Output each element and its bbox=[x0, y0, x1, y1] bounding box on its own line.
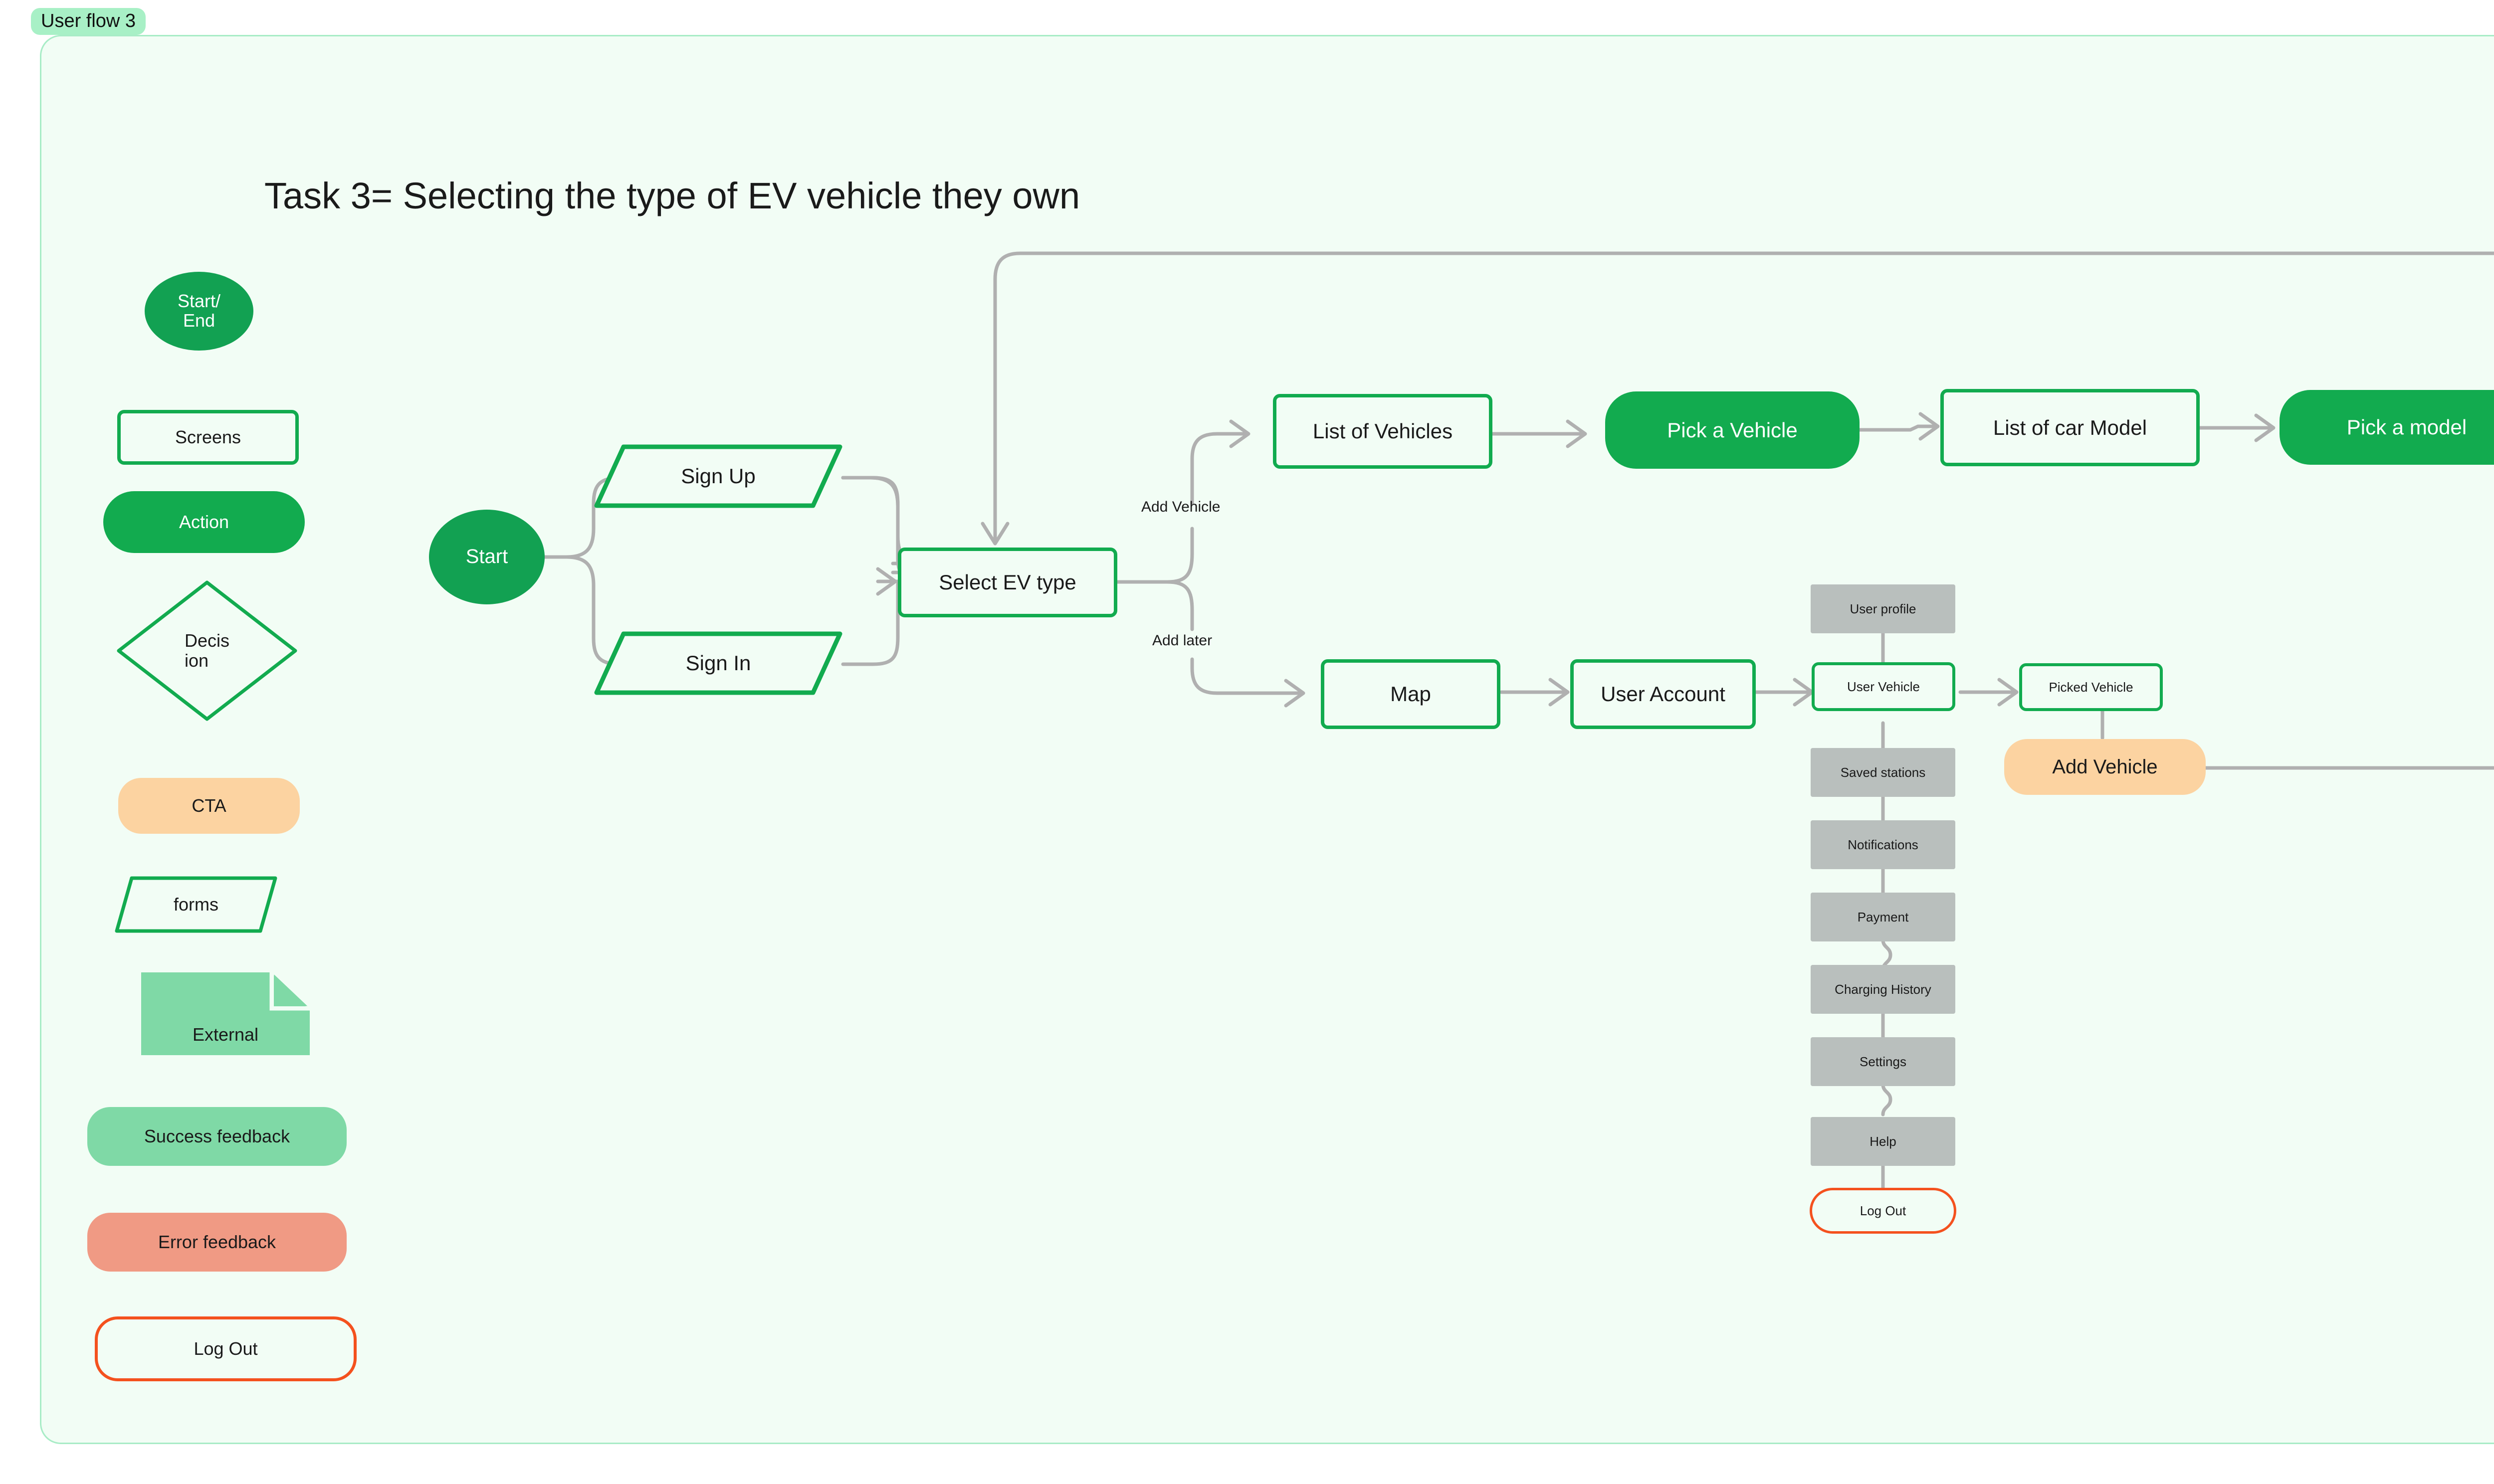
node-select-ev-type-label: Select EV type bbox=[939, 570, 1076, 594]
legend-error-feedback: Error feedback bbox=[87, 1213, 347, 1272]
legend-start-end: Start/ End bbox=[145, 272, 253, 351]
node-help[interactable]: Help bbox=[1811, 1117, 1955, 1166]
legend-forms: forms bbox=[114, 875, 278, 934]
node-sign-in[interactable]: Sign In bbox=[594, 631, 843, 696]
node-list-of-vehicles[interactable]: List of Vehicles bbox=[1273, 394, 1492, 469]
legend-success-feedback-label: Success feedback bbox=[144, 1126, 290, 1146]
node-list-of-car-model-label: List of car Model bbox=[1993, 415, 2147, 439]
node-sign-up-label: Sign Up bbox=[681, 464, 756, 488]
node-payment-label: Payment bbox=[1857, 909, 1909, 925]
node-log-out[interactable]: Log Out bbox=[1810, 1188, 1956, 1234]
node-user-vehicle[interactable]: User Vehicle bbox=[1812, 662, 1955, 711]
node-map[interactable]: Map bbox=[1321, 659, 1500, 729]
legend-start-end-label: Start/ End bbox=[177, 291, 221, 331]
node-saved-stations-label: Saved stations bbox=[1840, 764, 1926, 780]
legend-external-label: External bbox=[192, 1024, 259, 1045]
node-charging-history[interactable]: Charging History bbox=[1811, 965, 1955, 1014]
node-list-of-vehicles-label: List of Vehicles bbox=[1312, 419, 1453, 443]
node-list-of-car-model[interactable]: List of car Model bbox=[1940, 389, 2200, 466]
node-log-out-label: Log Out bbox=[1860, 1203, 1906, 1218]
node-pick-a-model-label: Pick a model bbox=[2346, 415, 2467, 439]
node-picked-vehicle-menu-label: Picked Vehicle bbox=[2049, 679, 2133, 695]
flow-badge: User flow 3 bbox=[31, 8, 146, 35]
legend-action: Action bbox=[103, 491, 305, 553]
parallelogram-shape-icon bbox=[594, 631, 842, 695]
legend-decision: Decis ion bbox=[115, 578, 299, 723]
edge-label-add-later: Add later bbox=[1152, 632, 1213, 649]
edge-label-add-vehicle: Add Vehicle bbox=[1141, 499, 1221, 515]
node-sign-in-label: Sign In bbox=[685, 651, 751, 675]
node-saved-stations[interactable]: Saved stations bbox=[1811, 748, 1955, 797]
legend-cta-label: CTA bbox=[192, 795, 226, 816]
page-title: Task 3= Selecting the type of EV vehicle… bbox=[264, 175, 1080, 216]
node-help-label: Help bbox=[1870, 1133, 1896, 1149]
node-user-vehicle-label: User Vehicle bbox=[1847, 679, 1920, 694]
node-add-vehicle[interactable]: Add Vehicle bbox=[2004, 739, 2206, 795]
legend-screens-label: Screens bbox=[175, 427, 241, 447]
document-shape-icon bbox=[141, 972, 310, 1055]
node-select-ev-type[interactable]: Select EV type bbox=[898, 548, 1117, 617]
node-pick-a-model[interactable]: Pick a model bbox=[2280, 390, 2494, 465]
parallelogram-shape-icon bbox=[115, 876, 277, 933]
node-picked-vehicle-menu[interactable]: Picked Vehicle bbox=[2019, 663, 2163, 711]
node-pick-a-vehicle[interactable]: Pick a Vehicle bbox=[1605, 391, 1860, 469]
node-settings[interactable]: Settings bbox=[1811, 1037, 1955, 1086]
legend-screens: Screens bbox=[117, 410, 299, 465]
node-add-vehicle-label: Add Vehicle bbox=[2052, 755, 2158, 778]
legend-log-out-label: Log Out bbox=[194, 1338, 258, 1359]
node-notifications-label: Notifications bbox=[1848, 837, 1918, 852]
parallelogram-shape-icon bbox=[594, 444, 842, 508]
node-user-account[interactable]: User Account bbox=[1570, 659, 1756, 729]
node-settings-label: Settings bbox=[1860, 1054, 1906, 1069]
node-notifications[interactable]: Notifications bbox=[1811, 820, 1955, 869]
node-payment[interactable]: Payment bbox=[1811, 893, 1955, 941]
legend-decision-label: Decis ion bbox=[184, 630, 230, 671]
node-start[interactable]: Start bbox=[429, 510, 545, 604]
diamond-shape-icon bbox=[117, 580, 297, 721]
legend-action-label: Action bbox=[179, 512, 229, 532]
legend-cta: CTA bbox=[118, 778, 300, 834]
legend-log-out: Log Out bbox=[95, 1316, 357, 1381]
node-sign-up[interactable]: Sign Up bbox=[594, 444, 843, 509]
legend-external: External bbox=[138, 969, 313, 1058]
node-charging-history-label: Charging History bbox=[1835, 981, 1931, 997]
node-map-label: Map bbox=[1390, 682, 1431, 706]
legend-success-feedback: Success feedback bbox=[87, 1107, 347, 1166]
legend-error-feedback-label: Error feedback bbox=[158, 1232, 276, 1252]
node-user-account-label: User Account bbox=[1601, 682, 1725, 706]
node-user-profile-label: User profile bbox=[1850, 601, 1916, 616]
node-pick-a-vehicle-label: Pick a Vehicle bbox=[1667, 418, 1798, 442]
node-user-profile[interactable]: User profile bbox=[1811, 584, 1955, 633]
legend-forms-label: forms bbox=[174, 894, 218, 915]
node-start-label: Start bbox=[465, 546, 508, 568]
